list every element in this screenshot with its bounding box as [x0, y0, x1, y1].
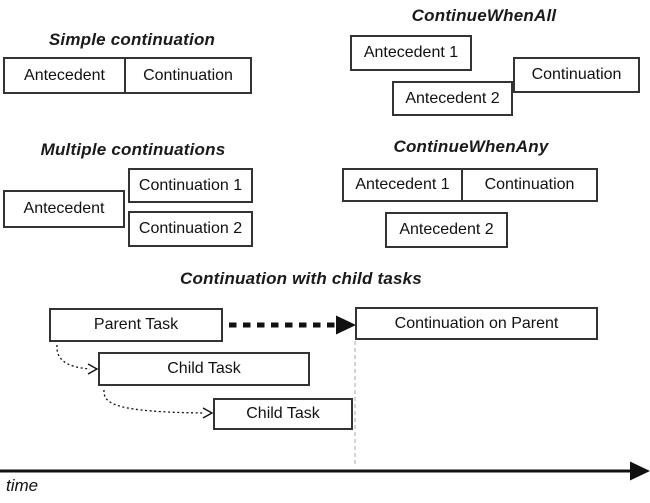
child-task1-box: Child Task: [98, 352, 310, 386]
multiple-antecedent-box: Antecedent: [3, 190, 125, 228]
simple-continuation-box: Continuation: [143, 66, 233, 84]
child-tasks-title: Continuation with child tasks: [180, 269, 422, 288]
time-axis-label: time: [6, 476, 39, 495]
when-all-antecedent2-box: Antecedent 2: [392, 81, 513, 116]
when-all-continuation-box: Continuation: [513, 57, 640, 93]
when-all-antecedent1-box: Antecedent 1: [350, 35, 472, 71]
curved-dotted-arrow-icon: [56, 344, 99, 375]
multiple-continuation2-box: Continuation 2: [128, 211, 253, 247]
simple-continuation-group: Antecedent Continuation: [3, 57, 252, 94]
thick-dashed-arrow-icon: [229, 315, 356, 335]
when-any-antecedent1-box: Antecedent 1: [344, 170, 463, 200]
child-task2-box: Child Task: [213, 398, 353, 430]
curved-dotted-arrow-icon: [103, 389, 214, 419]
simple-continuation-title: Simple continuation: [48, 30, 216, 49]
simple-antecedent-box: Antecedent: [5, 59, 126, 92]
multiple-continuation1-box: Continuation 1: [128, 168, 253, 203]
when-any-group: Antecedent 1 Continuation: [342, 168, 598, 202]
when-any-continuation-box: Continuation: [484, 176, 575, 193]
continuation-on-parent-box: Continuation on Parent: [355, 307, 598, 340]
multiple-continuations-title: Multiple continuations: [40, 140, 226, 159]
continue-when-any-title: ContinueWhenAny: [393, 137, 549, 156]
time-axis-arrow-icon: [0, 461, 650, 481]
when-any-antecedent2-box: Antecedent 2: [385, 212, 508, 248]
parent-task-box: Parent Task: [49, 308, 223, 342]
continue-when-all-title: ContinueWhenAll: [411, 6, 557, 25]
